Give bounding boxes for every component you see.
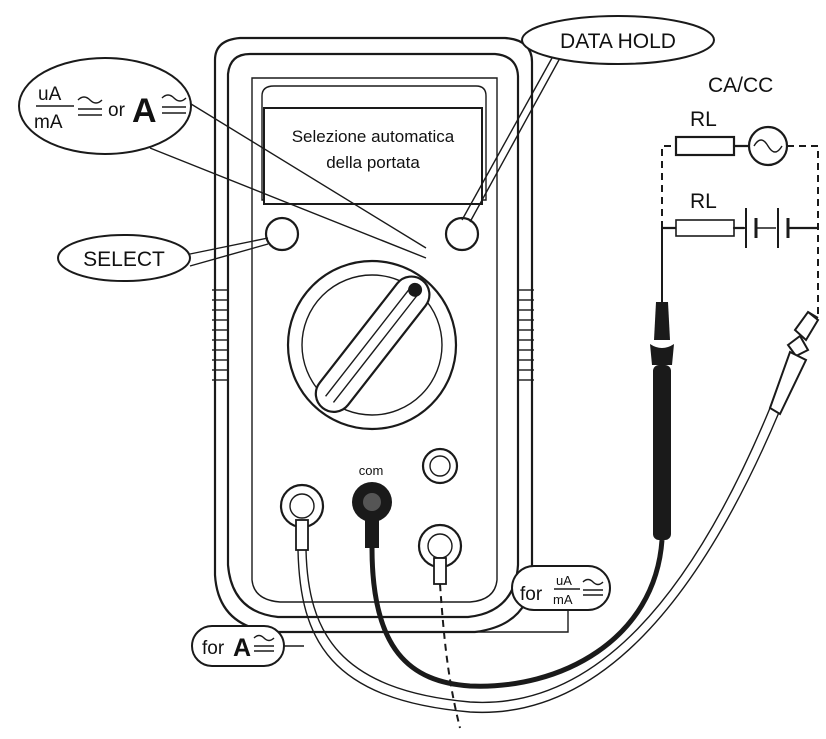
white-test-probe [768, 310, 820, 416]
display-line-2: della portata [326, 153, 420, 172]
right-grip [518, 289, 534, 381]
select-button[interactable] [264, 216, 300, 252]
a-input-jack[interactable] [279, 483, 325, 551]
for-text-ua-ma: for [520, 584, 543, 605]
ua-small-top: uA [556, 573, 572, 588]
load-resistor-ac [674, 135, 736, 157]
ma-fraction-bottom: mA [34, 112, 63, 133]
data-hold-button[interactable] [444, 216, 480, 252]
com-input-jack[interactable] [352, 482, 392, 548]
ac-dc-wave-over-line-icon [161, 94, 187, 114]
ac-dc-wave-over-line-icon [582, 578, 604, 596]
ac-sine-source-icon [747, 125, 789, 167]
for-ua-ma-callout: for uA mA [450, 565, 611, 633]
select-callout: SELECT [57, 234, 269, 282]
display-line-1: Selezione automatica [292, 127, 455, 146]
dc-battery-icon [745, 208, 790, 248]
for-a-callout: for A [191, 625, 304, 667]
a-medium-label: A [233, 634, 251, 662]
test-leads [297, 407, 781, 729]
ac-dc-wave-over-line-icon [77, 96, 103, 116]
acdc-title: CA/CC [708, 74, 773, 97]
load-resistor-dc [675, 219, 735, 237]
a-big-label: A [132, 92, 157, 130]
for-text-a: for [202, 638, 225, 659]
rotary-selector-dial[interactable] [286, 259, 458, 431]
or-text: or [108, 100, 126, 121]
ma-small-bottom: mA [553, 592, 573, 607]
extra-jack [421, 447, 459, 485]
function-callout: uA mA or A [18, 57, 427, 259]
data-hold-label: DATA HOLD [560, 30, 676, 53]
select-label: SELECT [83, 248, 165, 271]
rl-label-dc: RL [690, 190, 717, 213]
left-grip [212, 289, 228, 381]
ac-dc-wave-over-line-icon [253, 634, 275, 652]
lcd-display: Selezione automatica della portata [263, 107, 483, 205]
ua-fraction-top: uA [38, 84, 62, 105]
com-jack-label: com [359, 463, 384, 478]
ua-ma-input-jack[interactable] [417, 523, 463, 585]
data-hold-callout: DATA HOLD [461, 15, 715, 223]
rl-label-ac: RL [690, 108, 717, 131]
black-test-probe [650, 228, 674, 540]
circuit: CA/CC RL RL [660, 74, 820, 318]
